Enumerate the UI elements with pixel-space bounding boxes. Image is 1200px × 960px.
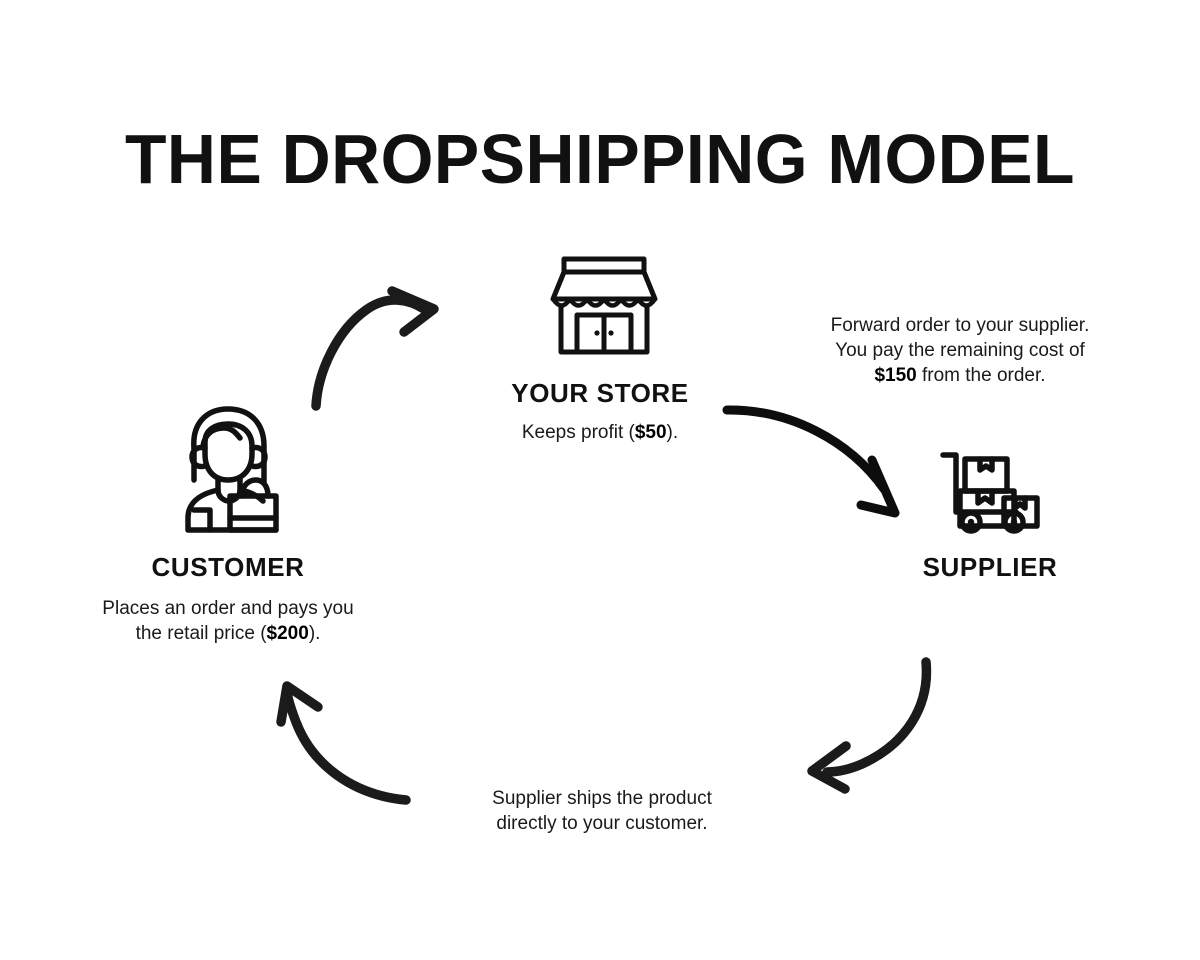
shipping-to-customer-arrow	[276, 681, 411, 805]
store-profit-amount: $50	[634, 422, 667, 443]
hand-truck-boxes-icon	[938, 450, 1042, 534]
supplier-to-shipping-arrow	[807, 657, 932, 794]
customer-node-label: CUSTOMER	[151, 552, 305, 582]
customer-caption-line1: Places an order and pays you	[102, 598, 354, 619]
store-node-caption: Keeps profit ($50).	[400, 420, 800, 445]
supplier-to-customer-text: Supplier ships the product directly to y…	[452, 786, 752, 836]
forward-order-line3-suffix: from the order.	[916, 365, 1046, 386]
page-title: THE DROPSHIPPING MODEL	[124, 120, 1076, 198]
store-caption-prefix: Keeps profit (	[521, 422, 635, 443]
ships-product-line2: directly to your customer.	[496, 813, 708, 834]
storefront-icon	[550, 255, 658, 357]
customer-caption-line2-suffix: ).	[308, 623, 321, 644]
forward-order-line3: $150 from the order.	[809, 363, 1111, 388]
forward-order-line2: You pay the remaining cost of	[835, 340, 1085, 361]
customer-caption-line2-prefix: the retail price (	[135, 623, 267, 644]
forward-order-line1: Forward order to your supplier.	[830, 315, 1090, 336]
customer-retail-amount: $200	[266, 623, 309, 644]
supplier-node-label: SUPPLIER	[922, 552, 1058, 582]
store-to-supplier-text: Forward order to your supplier. You pay …	[809, 313, 1111, 388]
store-node-label: YOUR STORE	[511, 378, 689, 408]
supplier-cost-amount: $150	[874, 365, 917, 386]
customer-caption-line2: the retail price ($200).	[78, 621, 378, 646]
ships-product-line1: Supplier ships the product	[492, 788, 712, 809]
store-caption-suffix: ).	[666, 422, 679, 443]
customer-node-caption: Places an order and pays you the retail …	[78, 596, 378, 646]
customer-shopping-bag-icon	[172, 402, 288, 534]
